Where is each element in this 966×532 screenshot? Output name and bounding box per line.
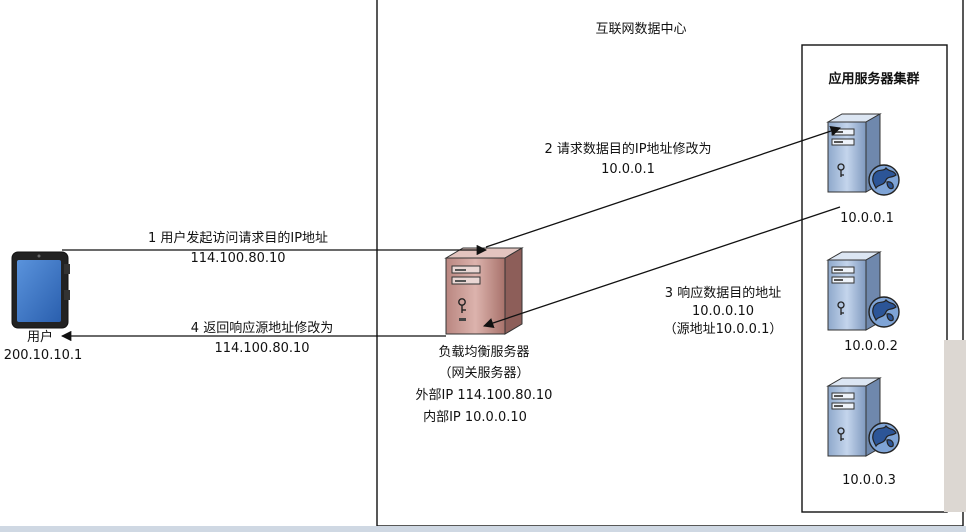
step-2-text-line2: 10.0.0.1	[601, 162, 655, 177]
app-server-2-icon	[826, 251, 900, 331]
load-balancer-server-icon	[444, 247, 524, 335]
lb-name: 负载均衡服务器	[438, 344, 529, 360]
step-3-text-line1: 3 响应数据目的地址	[665, 285, 781, 301]
phone-icon	[11, 251, 70, 329]
cluster-title: 应用服务器集群	[828, 71, 919, 87]
server-3-ip: 10.0.0.3	[842, 473, 896, 488]
arrow-step-2	[485, 126, 841, 248]
server-2-ip: 10.0.0.2	[844, 339, 898, 354]
lb-role: （网关服务器）	[438, 365, 529, 381]
bottom-strip	[0, 526, 966, 532]
user-label: 用户	[27, 329, 53, 345]
datacenter-title: 互联网数据中心	[595, 22, 686, 37]
server-1-ip: 10.0.0.1	[840, 211, 894, 226]
step-4-text-line1: 4 返回响应源地址修改为	[191, 320, 333, 336]
step-2-text-line1: 2 请求数据目的IP地址修改为	[544, 141, 711, 157]
arrow-step-3	[483, 206, 841, 328]
step-3-text-line2: 10.0.0.10	[692, 304, 754, 319]
step-1-text-line1: 1 用户发起访问请求目的IP地址	[148, 230, 328, 246]
app-server-1-icon	[826, 113, 900, 196]
step-4-text-line2: 114.100.80.10	[214, 341, 309, 356]
app-server-3-icon	[826, 377, 900, 457]
edge-overlay	[944, 340, 966, 512]
user-ip: 200.10.10.1	[4, 348, 83, 363]
step-3-text-line3: （源地址10.0.0.1）	[664, 322, 783, 337]
step-1-text-line2: 114.100.80.10	[190, 251, 285, 266]
lb-internal-ip: 内部IP 10.0.0.10	[423, 409, 527, 425]
lb-external-ip: 外部IP 114.100.80.10	[416, 388, 553, 403]
cluster-box	[801, 44, 948, 513]
